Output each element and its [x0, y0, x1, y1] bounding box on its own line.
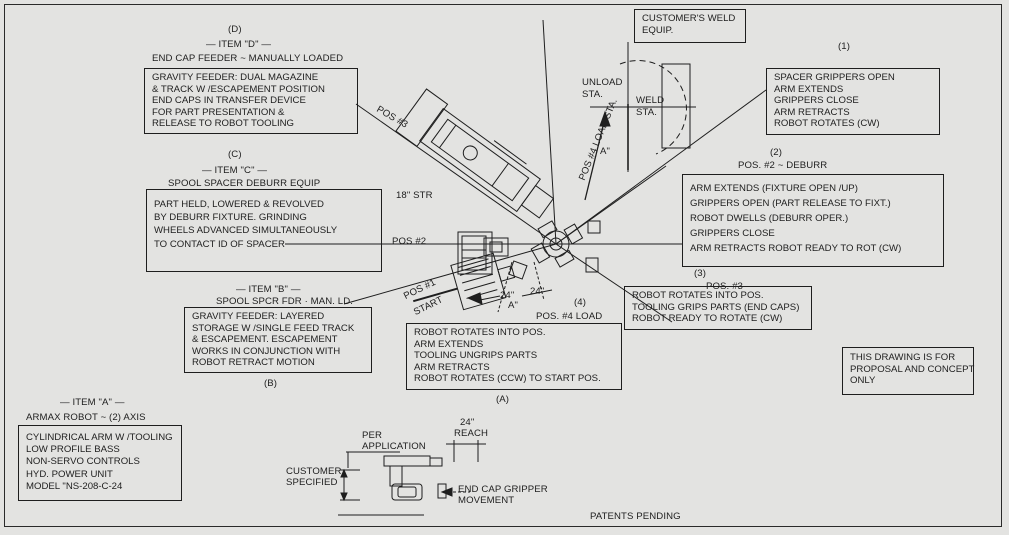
dim-24-right: 24"	[530, 286, 545, 297]
pos4-line: ARM RETRACTS	[414, 361, 490, 373]
item-d-letter: (D)	[228, 24, 242, 35]
dimension-marks	[466, 261, 553, 313]
customer-specified-label: CUSTOMER SPECIFIED	[286, 466, 342, 488]
item-c-line: BY DEBURR FIXTURE. GRINDING	[154, 212, 307, 224]
item-a-title: — ITEM "A" —	[60, 397, 125, 408]
pos3-description-box: ROBOT ROTATES INTO POS. TOOLING GRIPS PA…	[624, 286, 812, 330]
concept-note-box: THIS DRAWING IS FOR PROPOSAL AND CONCEPT…	[842, 347, 974, 395]
pos1-line: ARM EXTENDS	[774, 83, 844, 95]
pos2-line: GRIPPERS CLOSE	[690, 228, 775, 239]
item-b-line: WORKS IN CONJUNCTION WITH	[192, 345, 341, 357]
pos3-line: ROBOT READY TO ROTATE (CW)	[632, 313, 783, 325]
item-b-title: — ITEM "B" —	[236, 284, 301, 295]
item-a-description-box: CYLINDRICAL ARM W /TOOLING LOW PROFILE B…	[18, 425, 182, 501]
robot-head	[508, 220, 601, 280]
pos3-line: ROBOT ROTATES INTO POS.	[632, 290, 764, 301]
note-line: THIS DRAWING IS FOR	[850, 352, 956, 363]
item-a-line: NON-SERVO CONTROLS	[26, 456, 140, 468]
item-c-description-box: PART HELD, LOWERED & REVOLVED BY DEBURR …	[146, 189, 382, 272]
end-cap-feeder	[395, 88, 555, 219]
weld-station-label: WELD STA.	[636, 95, 665, 118]
item-c-letter: (C)	[228, 149, 242, 160]
item-d-line: GRAVITY FEEDER: DUAL MAGAZINE	[152, 72, 319, 83]
item-b-line: GRAVITY FEEDER: LAYERED	[192, 311, 325, 322]
spool-spacer-feeder	[412, 252, 516, 311]
item-a-subtitle: ARMAX ROBOT ~ (2) AXIS	[26, 412, 146, 423]
item-c-subtitle: SPOOL SPACER DEBURR EQUIP	[168, 178, 321, 189]
reach-dimension: 24"	[460, 417, 475, 428]
note-line: ONLY	[850, 375, 876, 387]
item-a-line: LOW PROFILE BASS	[26, 444, 120, 456]
radial-lines	[285, 19, 767, 323]
stroke-18-label: 18" STR	[396, 190, 433, 201]
a-marker-lower: A"	[508, 300, 519, 311]
unload-station-label: UNLOAD STA.	[582, 77, 623, 100]
item-d-line: RELEASE TO ROBOT TOOLING	[152, 118, 294, 130]
item-d-title: — ITEM "D" —	[206, 39, 272, 50]
pos2-number: (2)	[770, 147, 783, 158]
pos1-line: ARM RETRACTS	[774, 106, 850, 118]
a-marker-upper: A"	[600, 146, 611, 157]
customer-weld-line: EQUIP.	[642, 24, 674, 36]
note-line: PROPOSAL AND CONCEPT	[850, 363, 975, 375]
end-cap-gripper-label: END CAP GRIPPER MOVEMENT	[458, 484, 548, 506]
pos4-title: POS. #4 LOAD	[536, 311, 603, 322]
pos2-line: ARM EXTENDS (FIXTURE OPEN /UP)	[690, 183, 858, 194]
pos4-number: (4)	[574, 297, 587, 308]
dim-24-left: 24"	[500, 290, 515, 301]
pos2-title: POS. #2 ~ DEBURR	[738, 160, 828, 171]
item-c-line: WHEELS ADVANCED SIMULTANEOUSLY	[154, 225, 338, 237]
pos1-number: (1)	[838, 41, 851, 52]
item-b-line: STORAGE W /SINGLE FEED TRACK	[192, 322, 355, 334]
item-d-line: FOR PART PRESENTATION &	[152, 106, 285, 118]
load-arrow	[584, 110, 611, 201]
pos3-number: (3)	[694, 268, 707, 279]
a-letter: (A)	[496, 394, 510, 405]
reach-label: REACH	[454, 428, 489, 439]
customer-weld-line: CUSTOMER'S WELD	[642, 13, 736, 24]
pos2-line: ARM RETRACTS ROBOT READY TO ROT (CW)	[690, 243, 902, 254]
item-d-subtitle: END CAP FEEDER ~ MANUALLY LOADED	[152, 53, 344, 64]
pos4-line: ROBOT ROTATES INTO POS.	[414, 327, 546, 338]
item-a-line: MODEL "NS-208-C-24	[26, 480, 123, 492]
item-b-line: & ESCAPEMENT. ESCAPEMENT	[192, 334, 338, 346]
item-d-line: & TRACK W /ESCAPEMENT POSITION	[152, 83, 325, 95]
pos1-line: ROBOT ROTATES (CW)	[774, 118, 880, 130]
item-c-line: TO CONTACT ID OF SPACER	[154, 238, 285, 250]
per-application-label: PER APPLICATION	[362, 430, 426, 452]
pos2-description-box: ARM EXTENDS (FIXTURE OPEN /UP) GRIPPERS …	[682, 174, 944, 267]
item-a-line: HYD. POWER UNIT	[26, 468, 113, 480]
pos2-label: POS #2	[392, 236, 427, 247]
item-d-description-box: GRAVITY FEEDER: DUAL MAGAZINE & TRACK W …	[144, 68, 358, 134]
item-b-letter: (B)	[264, 378, 278, 389]
item-b-subtitle: SPOOL SPCR FDR · MAN. LD.	[216, 296, 354, 307]
drawing-border	[4, 4, 1002, 527]
pos4-description-box: ROBOT ROTATES INTO POS. ARM EXTENDS TOOL…	[406, 323, 622, 390]
item-c-line: PART HELD, LOWERED & REVOLVED	[154, 199, 324, 210]
customer-weld-box: CUSTOMER'S WELD EQUIP.	[634, 9, 746, 43]
weld-station	[590, 42, 696, 172]
pos1-line: SPACER GRIPPERS OPEN	[774, 72, 895, 83]
patents-pending: PATENTS PENDING	[590, 511, 681, 522]
pos3-line: TOOLING GRIPS PARTS (END CAPS)	[632, 301, 800, 313]
pos1-line: GRIPPERS CLOSE	[774, 95, 859, 107]
pos2-line: ROBOT DWELLS (DEBURR OPER.)	[690, 213, 849, 224]
gripper-side-view	[338, 440, 486, 516]
item-c-title: — ITEM "C" —	[202, 165, 268, 176]
item-d-line: END CAPS IN TRANSFER DEVICE	[152, 95, 306, 107]
pos4-line: ROBOT ROTATES (CCW) TO START POS.	[414, 373, 601, 385]
spool-spacer-deburr	[457, 231, 509, 275]
item-b-description-box: GRAVITY FEEDER: LAYERED STORAGE W /SINGL…	[184, 307, 372, 373]
item-a-line: CYLINDRICAL ARM W /TOOLING	[26, 432, 173, 443]
pos2-line: GRIPPERS OPEN (PART RELEASE TO FIXT.)	[690, 198, 891, 209]
pos4-line: TOOLING UNGRIPS PARTS	[414, 350, 538, 362]
pos4-line: ARM EXTENDS	[414, 338, 484, 350]
pos1-description-box: SPACER GRIPPERS OPEN ARM EXTENDS GRIPPER…	[766, 68, 940, 135]
item-b-line: ROBOT RETRACT MOTION	[192, 357, 315, 369]
